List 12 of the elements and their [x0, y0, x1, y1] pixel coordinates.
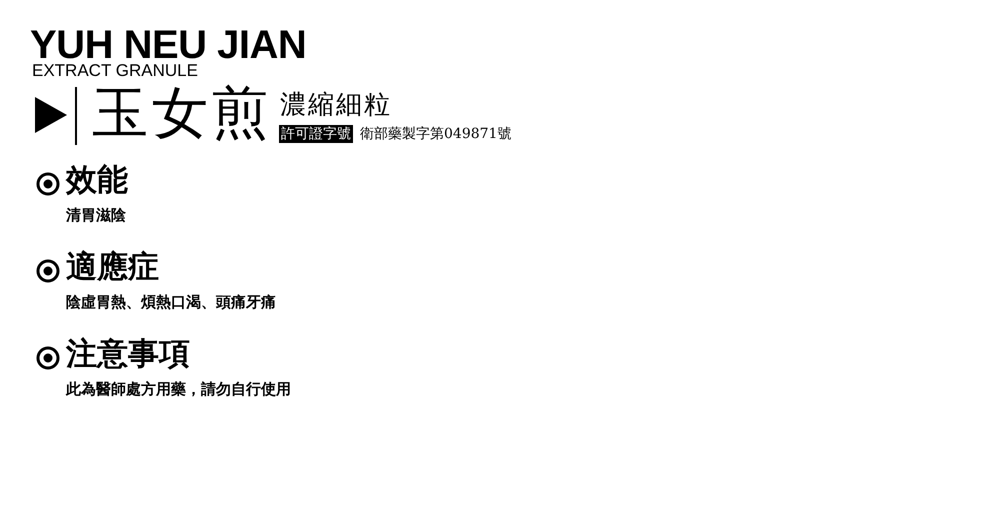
- section-heading: 適應症: [66, 252, 159, 283]
- title: YUH NEU JIAN: [30, 25, 306, 65]
- section-heading: 效能: [66, 165, 128, 196]
- license-tag: 許可證字號: [279, 125, 353, 143]
- section-heading: 注意事項: [66, 339, 190, 370]
- section-text: 清胃滋陰: [66, 208, 126, 223]
- subtitle: EXTRACT GRANULE: [32, 62, 198, 79]
- product-name: 玉女煎: [92, 86, 272, 142]
- subtitle: 濃縮細粒: [280, 92, 392, 118]
- license-number: 衛部藥製字第049871號: [360, 127, 512, 141]
- section-text: 陰虛胃熱、煩熱口渴、頭痛牙痛: [66, 295, 276, 310]
- section-text: 此為醫師處方用藥，請勿自行使用: [66, 382, 291, 397]
